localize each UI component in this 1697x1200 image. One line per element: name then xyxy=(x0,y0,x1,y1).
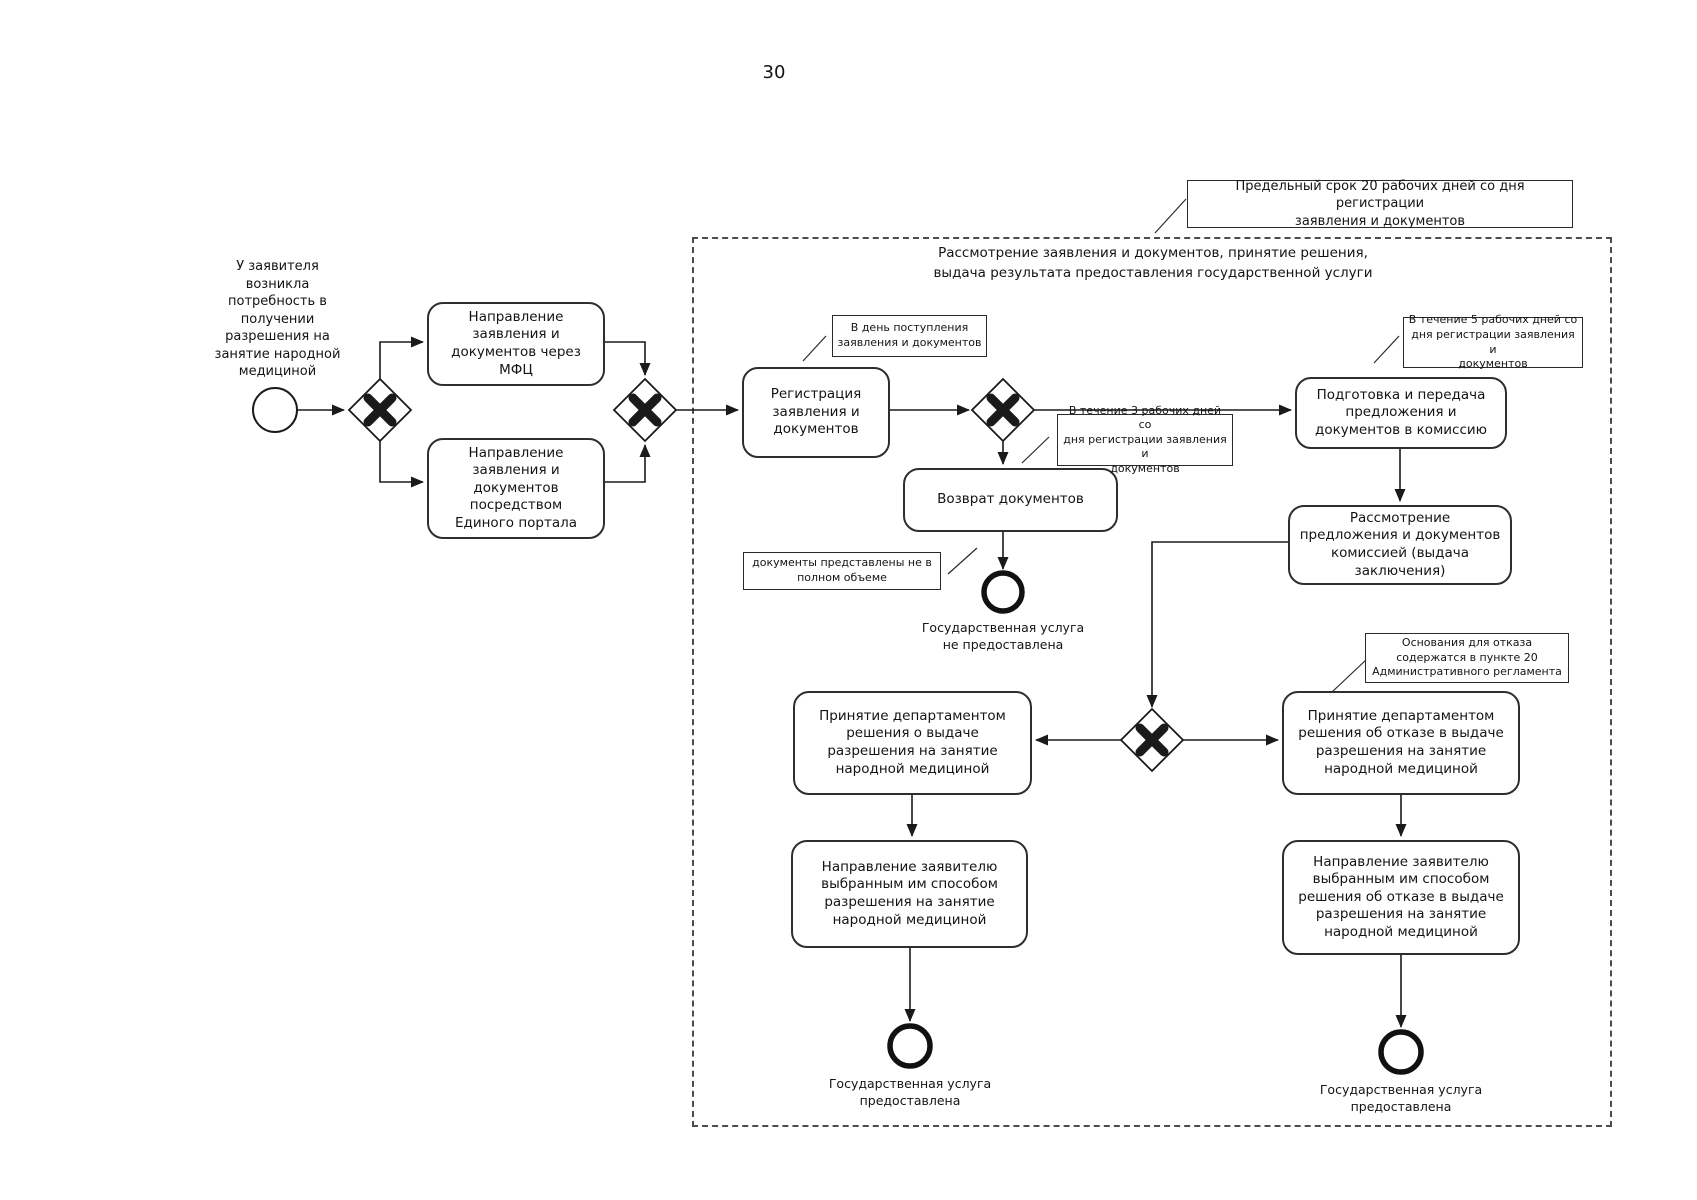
flow-gateway1-to-portal xyxy=(379,441,424,488)
task-napravlenie-vydacha: Направление заявителю выбранным им спосо… xyxy=(791,840,1028,948)
association-deadline xyxy=(1154,198,1187,234)
task-vozvrat-dokumentov: Возврат документов xyxy=(903,468,1118,532)
end-event-label-not-provided: Государственная услуга не предоставлена xyxy=(921,620,1085,652)
annotation-refusal-grounds: Основания для отказа содержатся в пункте… xyxy=(1365,633,1569,683)
page-number: 30 xyxy=(762,62,786,83)
task-napravlenie-otkaz: Направление заявителю выбранным им спосо… xyxy=(1282,840,1520,955)
exclusive-gateway-2-icon xyxy=(612,377,678,443)
annotation-incomplete: документы представлены не в полном объем… xyxy=(743,552,941,590)
start-event-label: У заявителя возникла потребность в получ… xyxy=(214,259,341,380)
task-decision-vydacha: Принятие департаментом решения о выдаче … xyxy=(793,691,1032,795)
flow-mfc-to-gateway2 xyxy=(605,341,651,376)
start-event-icon xyxy=(252,387,298,433)
task-rassmotrenie-komissiej: Рассмотрение предложения и документов ко… xyxy=(1288,505,1512,585)
task-registration: Регистрация заявления и документов xyxy=(742,367,890,458)
end-event-label-provided-right: Государственная услуга предоставлена xyxy=(1319,1082,1483,1114)
subprocess-title: Рассмотрение заявления и документов, при… xyxy=(933,245,1373,281)
end-event-label-provided-left: Государственная услуга предоставлена xyxy=(828,1076,992,1108)
flow-portal-to-gateway2 xyxy=(605,444,651,483)
annotation-three-days: В течение 3 рабочих дней со дня регистра… xyxy=(1057,404,1233,475)
task-decision-otkaz: Принятие департаментом решения об отказе… xyxy=(1282,691,1520,795)
task-portal: Направление заявления и документов посре… xyxy=(427,438,605,539)
subprocess-container xyxy=(692,237,1612,1127)
annotation-same-day: В день поступления заявления и документо… xyxy=(832,315,987,357)
exclusive-gateway-1-icon xyxy=(347,377,413,443)
task-mfc: Направление заявления и документов через… xyxy=(427,302,605,386)
annotation-five-days: В течение 5 рабочих дней со дня регистра… xyxy=(1403,313,1583,370)
task-podgotovka: Подготовка и передача предложения и доку… xyxy=(1295,377,1507,449)
flow-gateway1-to-mfc xyxy=(379,336,424,379)
annotation-deadline: Предельный срок 20 рабочих дней со дня р… xyxy=(1187,179,1573,229)
